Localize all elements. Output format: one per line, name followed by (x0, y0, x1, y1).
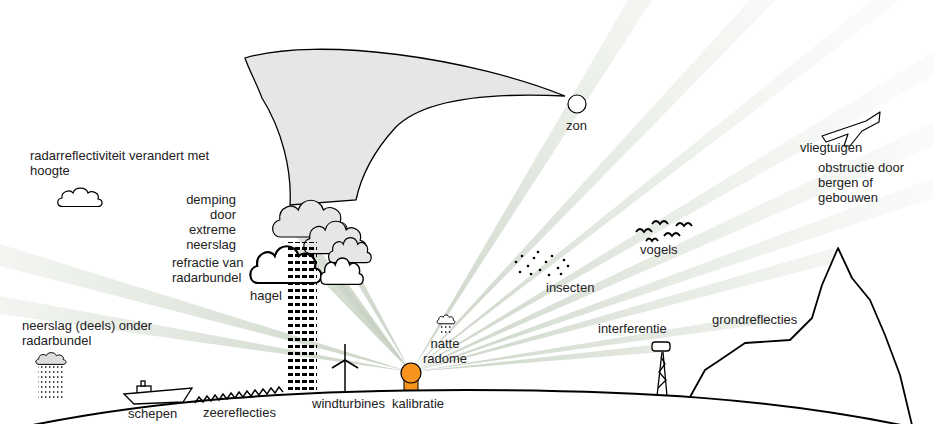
hail-column (287, 242, 317, 390)
callout-label: kalibratie (392, 396, 444, 411)
callout-label: vliegtuigen (800, 140, 862, 155)
birds (636, 221, 692, 241)
callout-label: zeereflecties (203, 405, 276, 420)
callout-label: schepen (128, 406, 177, 421)
callout-label: interferentie (598, 321, 667, 336)
anvil-cloud (245, 49, 565, 205)
sun (568, 95, 586, 113)
callout-label: refractie van radarbundel (172, 255, 267, 285)
ship (124, 381, 192, 404)
callout-label: demping door extreme neerslag (172, 192, 236, 252)
insects (515, 251, 570, 277)
callout-label: natte radome (415, 336, 475, 366)
callout-label: radarreflectiviteit verandert met hoogte (30, 148, 220, 178)
callout-label: insecten (546, 280, 594, 295)
radar-tower (401, 363, 421, 390)
callout-label: windturbines (312, 396, 385, 411)
callout-label: zon (566, 118, 587, 133)
mountain (690, 248, 912, 424)
callout-label: grondreflecties (712, 312, 797, 327)
radar-beams (0, 0, 933, 372)
callout-label: vogels (640, 242, 678, 257)
callout-label: hagel (250, 288, 282, 303)
antenna-mast (652, 342, 670, 396)
wind-turbine (332, 344, 358, 391)
callout-label: neerslag (deels) onder radarbundel (22, 318, 172, 348)
sea-waves (195, 387, 283, 403)
callout-label: obstructie door bergen of gebouwen (818, 160, 923, 205)
